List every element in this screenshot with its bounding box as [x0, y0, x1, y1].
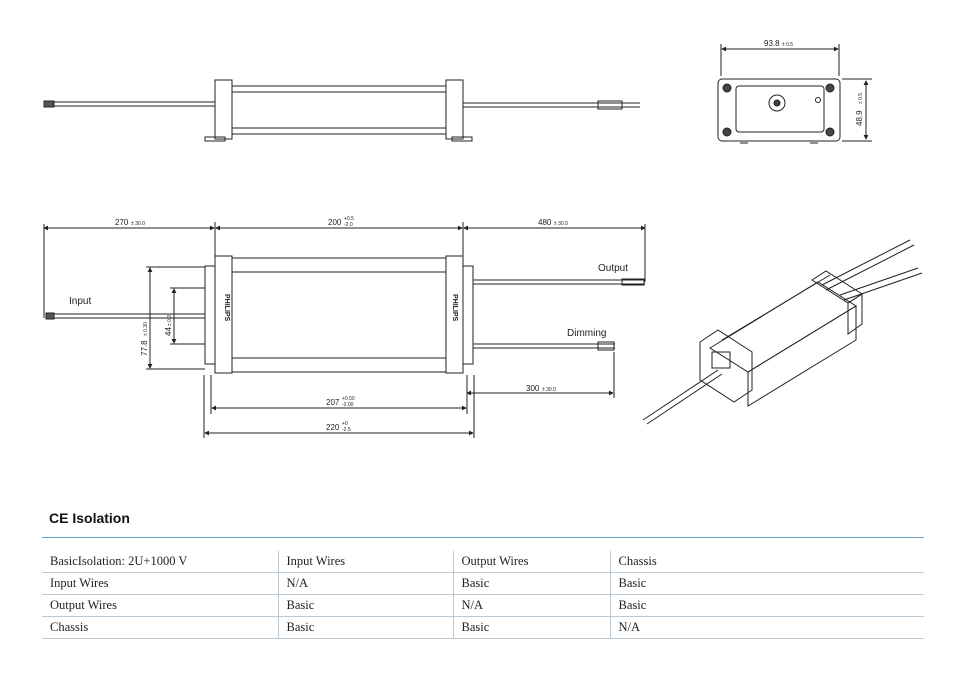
table-cell: Basic — [609, 594, 924, 617]
height-tol: ± 0.30 — [143, 322, 149, 336]
body-length-tol-lower: -2.0 — [344, 222, 353, 228]
dimming-label: Dimming — [567, 328, 606, 339]
input-length-tol: ± 30.0 — [131, 221, 145, 227]
input-label: Input — [69, 296, 91, 307]
table-row: Chassis Basic Basic N/A — [42, 616, 924, 639]
top-view — [43, 79, 640, 142]
overall-tol-upper: +0 — [342, 421, 348, 427]
table-cell: N/A — [277, 572, 453, 595]
dimming-length-dim: 300 — [526, 384, 540, 393]
brand-label-left: PHILIPS — [223, 294, 230, 322]
table-cell: Chassis — [42, 616, 278, 639]
table-cell: Basic — [277, 594, 453, 617]
mount-tol: ± 0.3 — [167, 315, 173, 326]
output-label: Output — [598, 263, 628, 274]
overall-dim: 220 — [326, 423, 340, 432]
table-cell: N/A — [609, 616, 924, 639]
table-cell: Basic — [452, 616, 610, 639]
mount-dim: 44 — [164, 327, 173, 336]
technical-drawing: 93.8 ± 0.5 48.9 ± 0.5 — [43, 39, 923, 438]
table-cell: Input Wires — [277, 551, 453, 573]
table-cell: Output Wires — [452, 551, 610, 573]
table-cell: Basic — [277, 616, 453, 639]
table-cell: Chassis — [609, 551, 924, 573]
mount-hole-tol-lower: -2.00 — [342, 402, 354, 408]
side-view — [43, 222, 646, 438]
table-cell: Output Wires — [42, 594, 278, 617]
dimming-length-tol: ± 30.0 — [542, 387, 556, 393]
title-divider — [42, 537, 924, 538]
input-length-dim: 270 — [115, 218, 129, 227]
height-dim: 77.8 — [140, 340, 149, 356]
isolation-table: BasicIsolation: 2U+1000 V Input Wires Ou… — [42, 551, 924, 639]
table-row: BasicIsolation: 2U+1000 V Input Wires Ou… — [42, 551, 924, 573]
end-height-dim: 48.9 — [855, 110, 864, 126]
table-row: Output Wires Basic N/A Basic — [42, 594, 924, 617]
end-height-tol: ± 0.5 — [858, 93, 864, 104]
end-width-tol: ± 0.5 — [782, 42, 793, 48]
output-length-dim: 480 — [538, 218, 552, 227]
brand-label-right: PHILIPS — [451, 294, 458, 322]
table-cell: Input Wires — [42, 572, 278, 595]
table-cell: BasicIsolation: 2U+1000 V — [42, 551, 278, 573]
table-cell: Basic — [609, 572, 924, 595]
isometric-view — [642, 239, 923, 425]
end-view — [717, 44, 872, 144]
body-length-tol-upper: +0.5 — [344, 216, 354, 222]
mount-hole-dim: 207 — [326, 398, 340, 407]
table-cell: N/A — [452, 594, 610, 617]
output-length-tol: ± 30.0 — [554, 221, 568, 227]
table-cell: Basic — [452, 572, 610, 595]
table-row: Input Wires N/A Basic Basic — [42, 572, 924, 595]
end-width-dim: 93.8 — [764, 39, 780, 48]
body-length-dim: 200 — [328, 218, 342, 227]
overall-tol-lower: -2.5 — [342, 427, 351, 433]
section-title: CE Isolation — [49, 510, 130, 526]
mount-hole-tol-upper: +0.50 — [342, 396, 355, 402]
